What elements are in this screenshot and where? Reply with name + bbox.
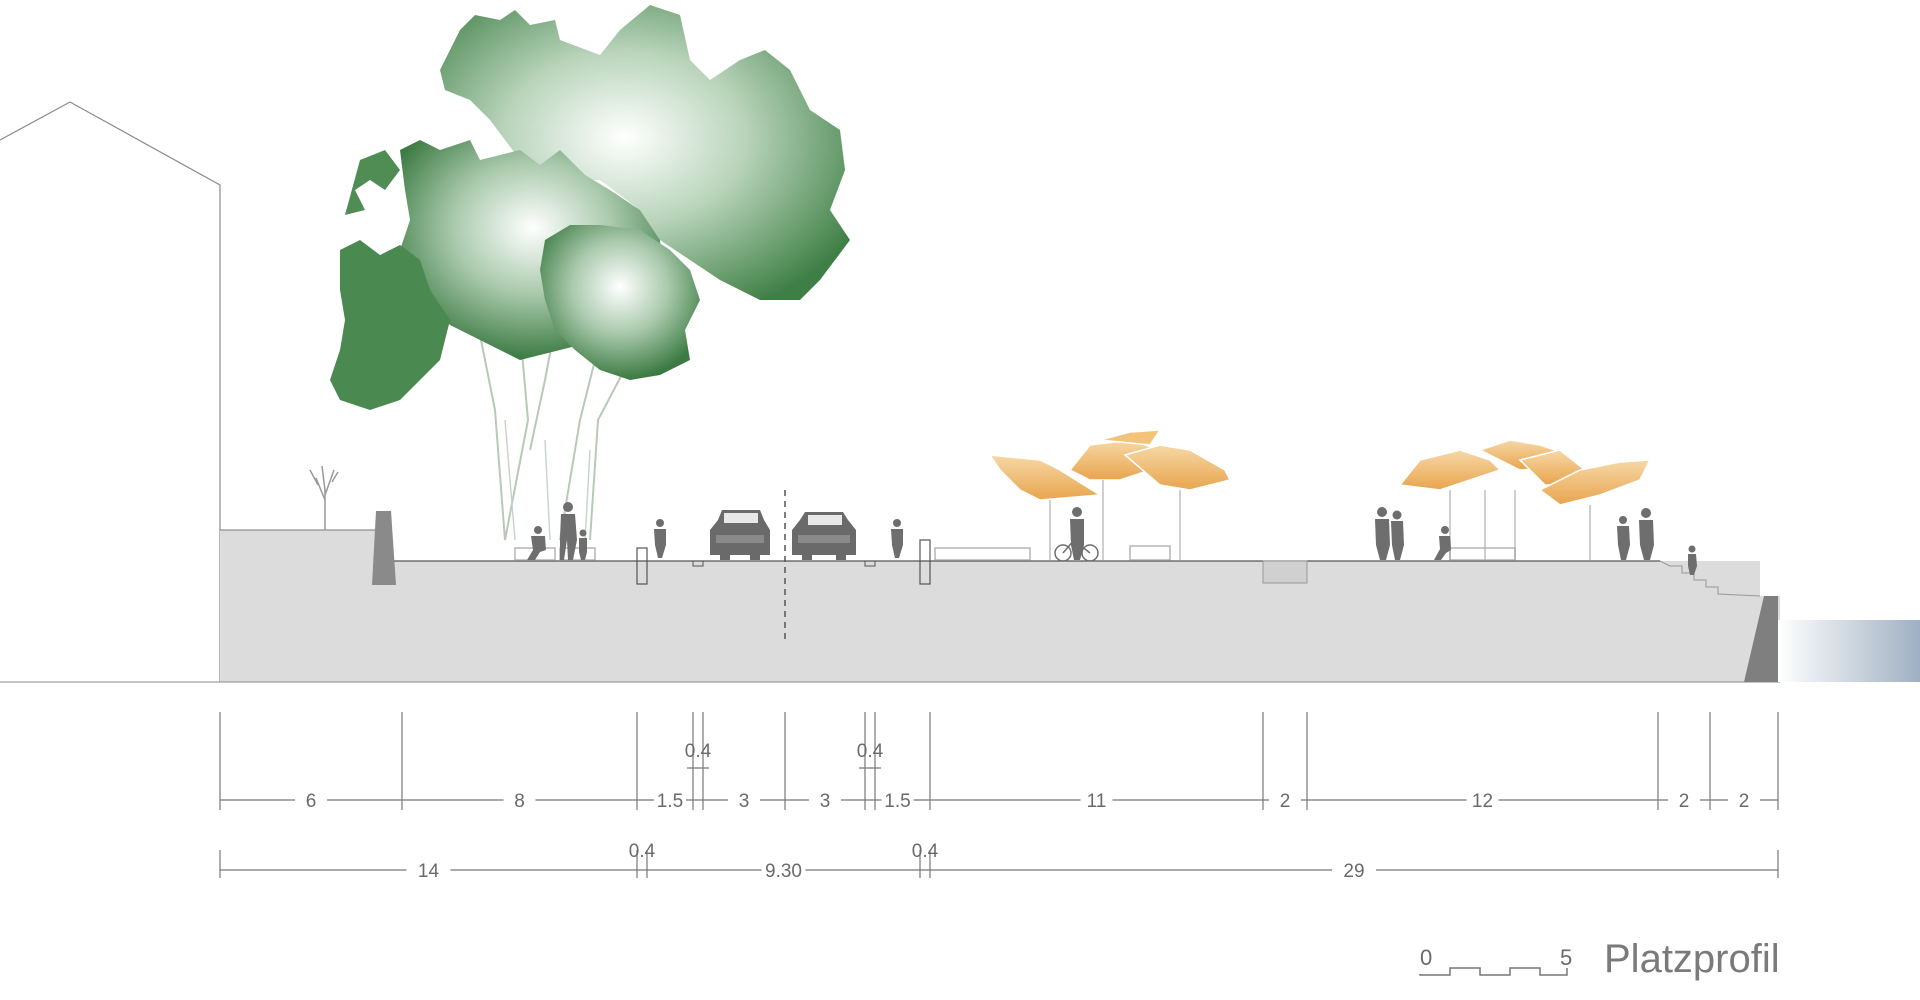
dimension-label-small: 0.4	[629, 841, 656, 862]
dimension-label: 12	[1472, 791, 1493, 812]
water-surface	[1778, 620, 1920, 682]
dimension-label-bg	[1269, 788, 1301, 810]
dimension-label-bg	[406, 858, 451, 880]
dimension-label: 1.5	[884, 791, 910, 812]
person-icon	[1391, 510, 1404, 560]
bicycle-icon	[1054, 538, 1099, 562]
car-icon	[710, 510, 770, 560]
dimension-label-bg	[654, 788, 686, 810]
dimension-label: 6	[306, 791, 317, 812]
dimension-label-bg	[728, 788, 760, 810]
retaining-wall-right	[1744, 596, 1778, 682]
dimension-label-bg	[1332, 858, 1376, 880]
dimension-label: 3	[739, 791, 750, 812]
dimension-label: 14	[418, 861, 440, 882]
dimension-label: 2	[1679, 791, 1690, 812]
person-icon	[560, 502, 577, 560]
dimension-label: 2	[1739, 791, 1750, 812]
car-icon	[792, 512, 856, 560]
dimension-label-small: 0.4	[857, 741, 884, 762]
person-icon	[654, 519, 666, 558]
dimension-label-bg	[881, 788, 914, 810]
dimension-label: 3	[820, 791, 831, 812]
person-icon	[1688, 545, 1697, 575]
dimension-label: 2	[1280, 791, 1291, 812]
drawing-title: Platzprofil	[1604, 937, 1780, 981]
dimension-label: 1.5	[657, 791, 683, 812]
tree-icon	[330, 5, 850, 541]
dimension-label: 11	[1087, 791, 1107, 812]
dimension-label-bg	[809, 788, 841, 810]
dimension-label-bg	[1668, 788, 1700, 810]
small-tree-icon	[309, 465, 339, 530]
ground-section	[0, 490, 1780, 683]
person-icon	[527, 526, 546, 560]
canopy-icon	[988, 429, 1232, 560]
scale-start-label: 0	[1420, 945, 1432, 970]
bench-icon	[514, 545, 1516, 561]
dimension-label-bg	[761, 858, 806, 880]
person-icon	[1375, 507, 1390, 560]
person-icon	[891, 519, 903, 558]
dimension-label-bg	[503, 788, 536, 810]
dimension-label: 9.30	[765, 861, 802, 882]
person-icon	[1617, 516, 1630, 560]
scale-end-label: 5	[1560, 945, 1572, 970]
dimension-label: 8	[514, 791, 525, 812]
person-icon	[1434, 526, 1451, 560]
dimension-label-small: 0.4	[685, 741, 712, 762]
person-icon	[1639, 508, 1654, 560]
scale-bar: 0 5	[1419, 945, 1572, 976]
canopy-icon	[1398, 439, 1652, 560]
dimension-label: 29	[1343, 861, 1364, 882]
dimension-label-small: 0.4	[912, 841, 939, 862]
dimension-label-bg	[295, 788, 327, 810]
person-icon	[579, 529, 587, 560]
dimension-label-bg	[1728, 788, 1760, 810]
dimension-label-bg	[1466, 788, 1499, 810]
building-outline	[0, 101, 221, 682]
dimension-label-bg	[1080, 788, 1113, 810]
retaining-wall-left	[372, 511, 396, 585]
